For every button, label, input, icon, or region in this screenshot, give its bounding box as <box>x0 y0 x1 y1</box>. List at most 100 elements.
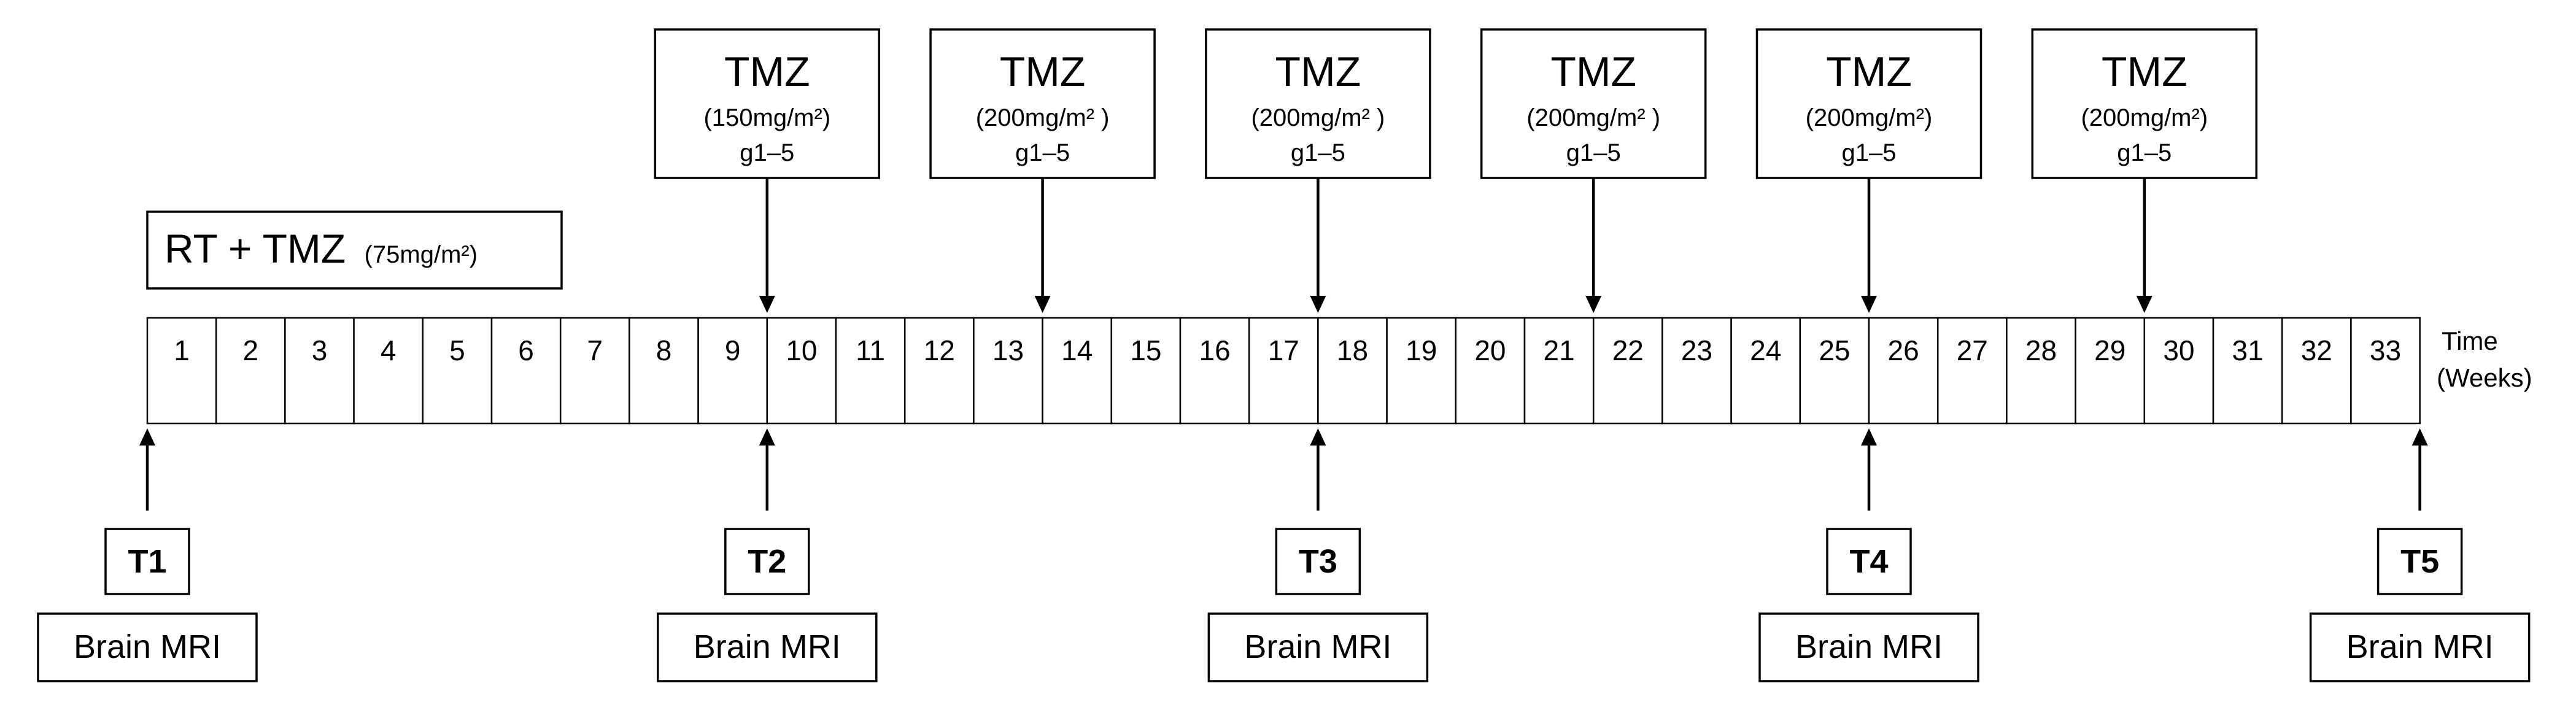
week-number: 18 <box>1337 334 1368 366</box>
week-cell: 7 <box>559 317 630 425</box>
week-cell: 17 <box>1248 317 1319 425</box>
week-number: 2 <box>243 334 259 366</box>
week-number: 27 <box>1957 334 1988 366</box>
week-cell: 23 <box>1661 317 1732 425</box>
week-number: 32 <box>2301 334 2332 366</box>
timepoint-label: T3 <box>1299 543 1337 580</box>
tmz-days: g1–5 <box>1291 139 1345 166</box>
tmz-dose: (200mg/m² ) <box>1251 104 1385 131</box>
week-number: 30 <box>2163 334 2194 366</box>
down-arrow <box>1034 178 1051 313</box>
week-number: 12 <box>924 334 955 366</box>
week-number: 8 <box>656 334 672 366</box>
tmz-days: g1–5 <box>1015 139 1070 166</box>
tmz-cycle-box: TMZ(200mg/m² )g1–5 <box>1480 28 1707 313</box>
tmz-dose: (200mg/m²) <box>2081 104 2208 131</box>
svg-text:RT + TMZ (75mg/m²): RT + TMZ (75mg/m²) <box>164 226 478 271</box>
week-cell: 21 <box>1523 317 1595 425</box>
week-cell: 18 <box>1317 317 1388 425</box>
week-number: 31 <box>2232 334 2264 366</box>
tmz-days: g1–5 <box>740 139 794 166</box>
week-number: 20 <box>1474 334 1506 366</box>
week-cell: 32 <box>2281 317 2352 425</box>
week-cell: 1 <box>146 317 217 425</box>
week-cell: 5 <box>422 317 493 425</box>
tmz-title: TMZ <box>1826 48 1912 95</box>
up-arrow <box>2412 428 2428 511</box>
timepoint-label: T2 <box>748 543 786 580</box>
week-number: 28 <box>2025 334 2057 366</box>
week-number: 15 <box>1130 334 1161 366</box>
tmz-title: TMZ <box>2102 48 2187 95</box>
tmz-title: TMZ <box>1000 48 1086 95</box>
week-number: 19 <box>1406 334 1437 366</box>
tmz-cycle-box: TMZ(150mg/m²)g1–5 <box>654 28 881 313</box>
rt-tmz-box: RT + TMZ (75mg/m²) <box>146 210 563 290</box>
tmz-cycle-box: TMZ (200mg/m²) g1–5 <box>2031 28 2258 313</box>
rt-tmz-label: RT + TMZ <box>164 226 346 271</box>
week-number: 26 <box>1888 334 1919 366</box>
week-cell: 4 <box>353 317 424 425</box>
week-cell: 8 <box>629 317 699 425</box>
week-cell: 30 <box>2143 317 2214 425</box>
week-number: 4 <box>381 334 396 366</box>
week-cell: 33 <box>2350 317 2421 425</box>
week-number: 10 <box>786 334 817 366</box>
down-arrow <box>759 178 775 313</box>
tmz-days: g1–5 <box>2117 139 2172 166</box>
down-arrow <box>1861 178 1877 313</box>
week-cell: 25 <box>1799 317 1870 425</box>
week-cell: 27 <box>1936 317 2008 425</box>
week-cell: 15 <box>1110 317 1182 425</box>
tmz-title: TMZ <box>724 48 810 95</box>
week-cell: 19 <box>1386 317 1457 425</box>
week-cell: 22 <box>1592 317 1663 425</box>
time-axis-unit: (Weeks) <box>2437 363 2532 392</box>
tmz-dose: (200mg/m² ) <box>1526 104 1660 131</box>
week-number: 14 <box>1061 334 1093 366</box>
week-number: 17 <box>1268 334 1299 366</box>
tmz-cycle-box: TMZ(200mg/m² )g1–5 <box>1205 28 1431 313</box>
week-cell: 26 <box>1868 317 1939 425</box>
timepoint-label: T5 <box>2400 543 2439 580</box>
week-number: 1 <box>174 334 190 366</box>
down-arrow <box>1310 178 1326 313</box>
week-cell: 14 <box>1042 317 1113 425</box>
week-cell: 12 <box>903 317 975 425</box>
exam-label: Brain MRI <box>74 628 221 665</box>
up-arrow <box>1310 428 1326 511</box>
week-cell: 3 <box>284 317 355 425</box>
week-cell: 16 <box>1179 317 1250 425</box>
week-cell: 31 <box>2212 317 2283 425</box>
week-cell: 29 <box>2075 317 2146 425</box>
week-number: 11 <box>856 334 885 366</box>
week-number: 7 <box>587 334 603 366</box>
up-arrow <box>1861 428 1877 511</box>
week-number: 5 <box>449 334 465 366</box>
down-arrow <box>1585 178 1602 313</box>
tmz-days: g1–5 <box>1842 139 1897 166</box>
up-arrow <box>759 428 775 511</box>
up-arrow <box>139 428 155 511</box>
week-number: 25 <box>1819 334 1850 366</box>
week-cell: 9 <box>697 317 768 425</box>
week-number: 3 <box>312 334 328 366</box>
exam-label: Brain MRI <box>694 628 841 665</box>
timepoint-label: T1 <box>128 543 166 580</box>
time-axis-label: Time <box>2442 326 2498 355</box>
week-number: 24 <box>1750 334 1781 366</box>
week-cell: 10 <box>766 317 837 425</box>
rt-tmz-dose: (75mg/m²) <box>365 241 478 268</box>
week-number: 9 <box>725 334 741 366</box>
week-cell: 24 <box>1730 317 1801 425</box>
tmz-dose: (200mg/m² ) <box>976 104 1110 131</box>
week-number: 6 <box>518 334 534 366</box>
week-cell: 13 <box>973 317 1043 425</box>
week-cell: 28 <box>2006 317 2076 425</box>
